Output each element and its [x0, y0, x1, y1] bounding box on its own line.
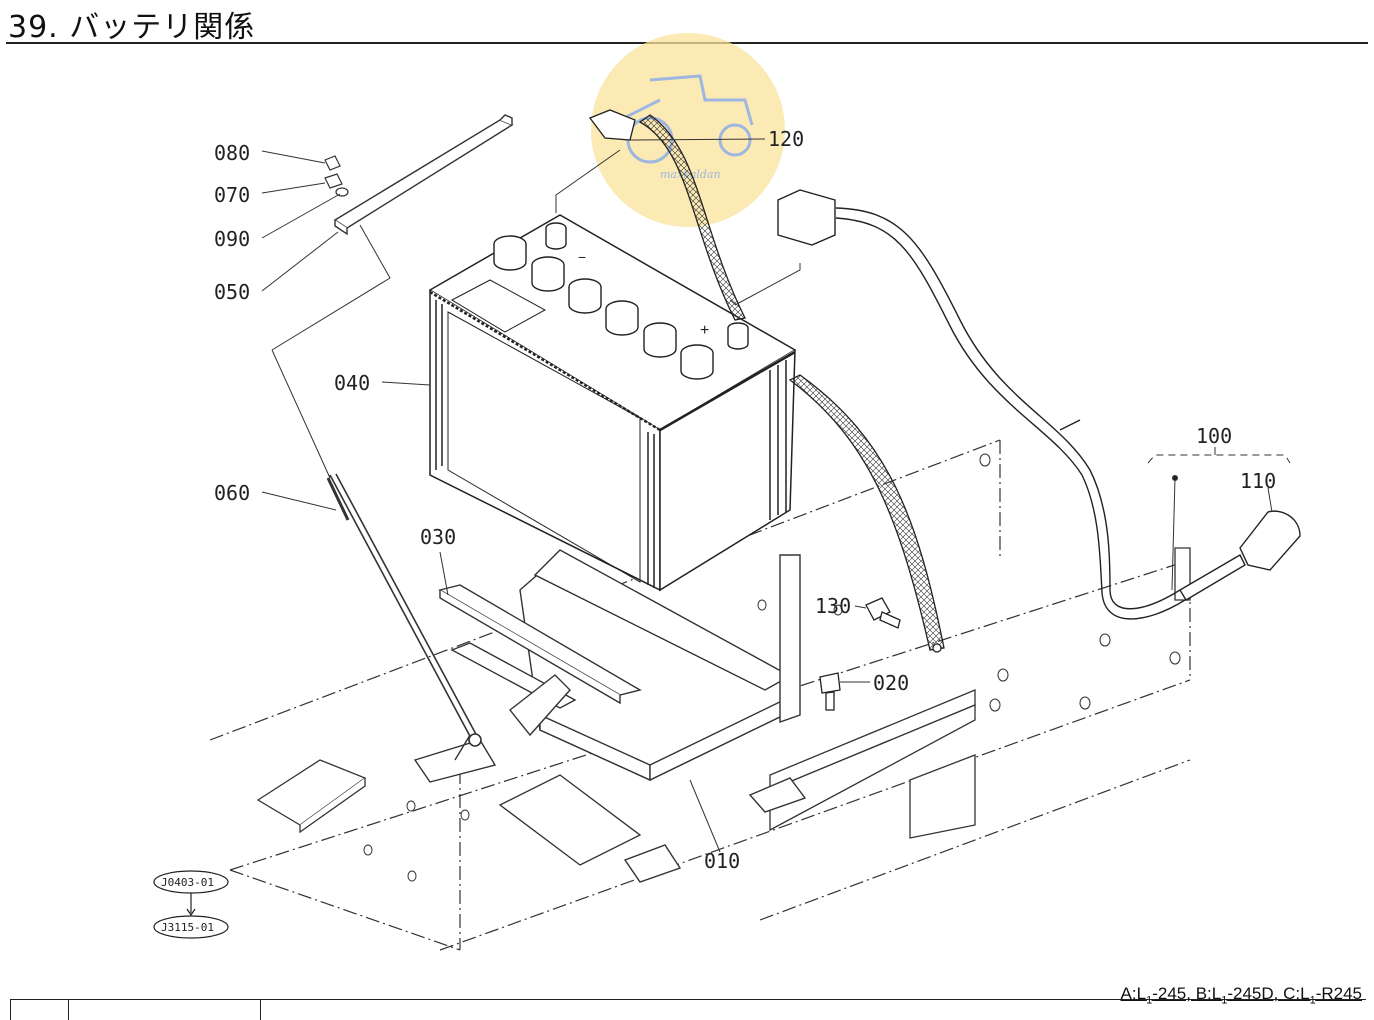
positive-cable-100 — [777, 189, 1186, 620]
table-divider — [68, 999, 69, 1020]
part-label-050: 050 — [214, 280, 250, 304]
part-label-100: 100 — [1196, 424, 1232, 448]
part-labels: 080 070 090 050 040 060 030 010 020 130 … — [214, 127, 1276, 873]
rod-060 — [326, 473, 482, 747]
page-title: 39. バッテリ関係 — [8, 10, 256, 45]
watermark-logo: maxkaldan — [591, 33, 785, 227]
part-label-110: 110 — [1240, 469, 1276, 493]
hold-bar-030 — [438, 584, 642, 737]
part-label-090: 090 — [214, 227, 250, 251]
svg-text:+: + — [700, 322, 709, 339]
part-label-120: 120 — [768, 127, 804, 151]
holder-bar-050 — [333, 114, 514, 236]
ref-J0403-01: J0403-01 — [161, 876, 214, 889]
nut-080 — [324, 155, 341, 171]
model-applicability: A:L1-245, B:L1-245D, C:L1-R245 — [1120, 984, 1362, 1007]
part-label-030: 030 — [420, 525, 456, 549]
nut-070 — [324, 173, 343, 189]
battery-040 — [428, 214, 797, 592]
bolt-020 — [819, 672, 841, 711]
table-top-rule — [10, 999, 1366, 1000]
part-label-060: 060 — [214, 481, 250, 505]
table-divider — [10, 999, 11, 1020]
strap — [788, 374, 945, 653]
part-label-130: 130 — [815, 594, 851, 618]
ground-cable-120 — [588, 109, 746, 321]
part-label-010: 010 — [704, 849, 740, 873]
part-label-080: 080 — [214, 141, 250, 165]
part-label-020: 020 — [873, 671, 909, 695]
battery-caps — [493, 222, 749, 380]
ref-J3115-01: J3115-01 — [161, 921, 214, 934]
part-label-070: 070 — [214, 183, 250, 207]
reference-bubbles — [153, 870, 229, 939]
terminal-cover-110 — [1179, 510, 1301, 601]
bolt-130 — [865, 597, 901, 629]
part-label-040: 040 — [334, 371, 370, 395]
table-divider — [260, 999, 261, 1020]
svg-text:−: − — [578, 249, 586, 265]
